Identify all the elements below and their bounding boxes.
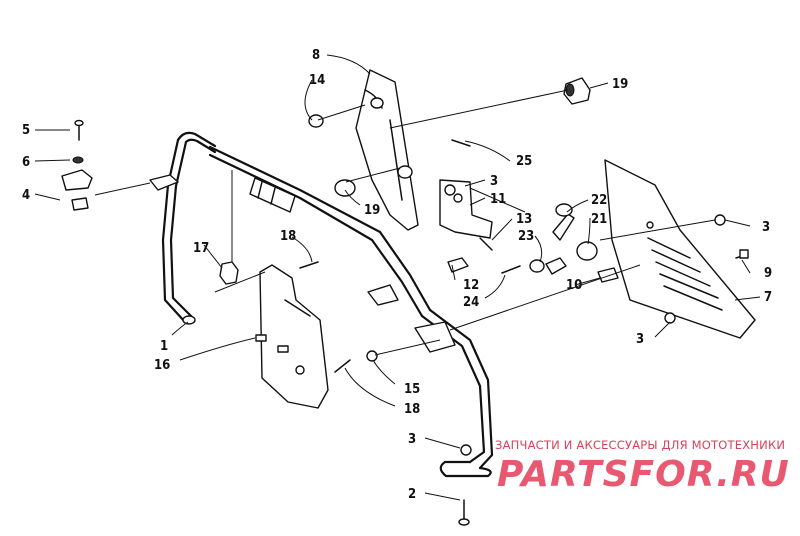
label-12: 11 <box>490 192 506 207</box>
center-panel <box>259 264 329 409</box>
assembly-lines <box>94 89 716 356</box>
label-21: 21 <box>591 212 607 227</box>
label-5: 5 <box>22 123 30 138</box>
label-8: 8 <box>312 48 320 63</box>
plate-slots <box>647 237 723 311</box>
label-13: 12 <box>463 278 479 293</box>
label-3-lower: 3 <box>636 332 644 347</box>
label-9: 9 <box>764 266 772 281</box>
label-leaders <box>34 54 761 501</box>
label-7: 7 <box>764 290 772 305</box>
label-6: 6 <box>22 155 30 170</box>
label-15: 14 <box>309 73 325 88</box>
label-3-bottom: 3 <box>408 432 416 447</box>
main-tube-frame <box>149 131 494 478</box>
label-20: 19 <box>612 77 628 92</box>
label-1: 1 <box>160 339 168 354</box>
label-11: 10 <box>566 278 582 293</box>
part-labels: 8 14 19 5 6 4 25 3 11 22 19 13 21 3 18 2… <box>22 48 772 502</box>
small-parts <box>61 77 749 526</box>
label-2: 2 <box>408 487 416 502</box>
label-25: 25 <box>516 154 532 169</box>
label-18-lower: 18 <box>404 402 420 417</box>
label-10: 15 <box>404 382 420 397</box>
label-23: 23 <box>518 229 534 244</box>
label-17: 17 <box>193 241 209 256</box>
right-slotted-plate <box>604 159 756 339</box>
label-18-upper: 18 <box>280 229 296 244</box>
label-3-right: 3 <box>762 220 770 235</box>
label-3-top: 3 <box>490 174 498 189</box>
label-24: 24 <box>463 295 479 310</box>
watermark: ЗАПЧАСТИ И АКСЕССУАРЫ ДЛЯ МОТОТЕХНИКИ PA… <box>495 438 795 498</box>
watermark-tagline: ЗАПЧАСТИ И АКСЕССУАРЫ ДЛЯ МОТОТЕХНИКИ <box>495 438 786 452</box>
label-22: 22 <box>591 193 607 208</box>
label-14: 13 <box>516 212 532 227</box>
label-19: 19 <box>364 203 380 218</box>
label-4: 4 <box>22 188 30 203</box>
label-16: 16 <box>154 358 170 373</box>
upper-bracket-plate <box>355 69 419 231</box>
watermark-logo: PARTSFOR.RU <box>497 454 790 495</box>
